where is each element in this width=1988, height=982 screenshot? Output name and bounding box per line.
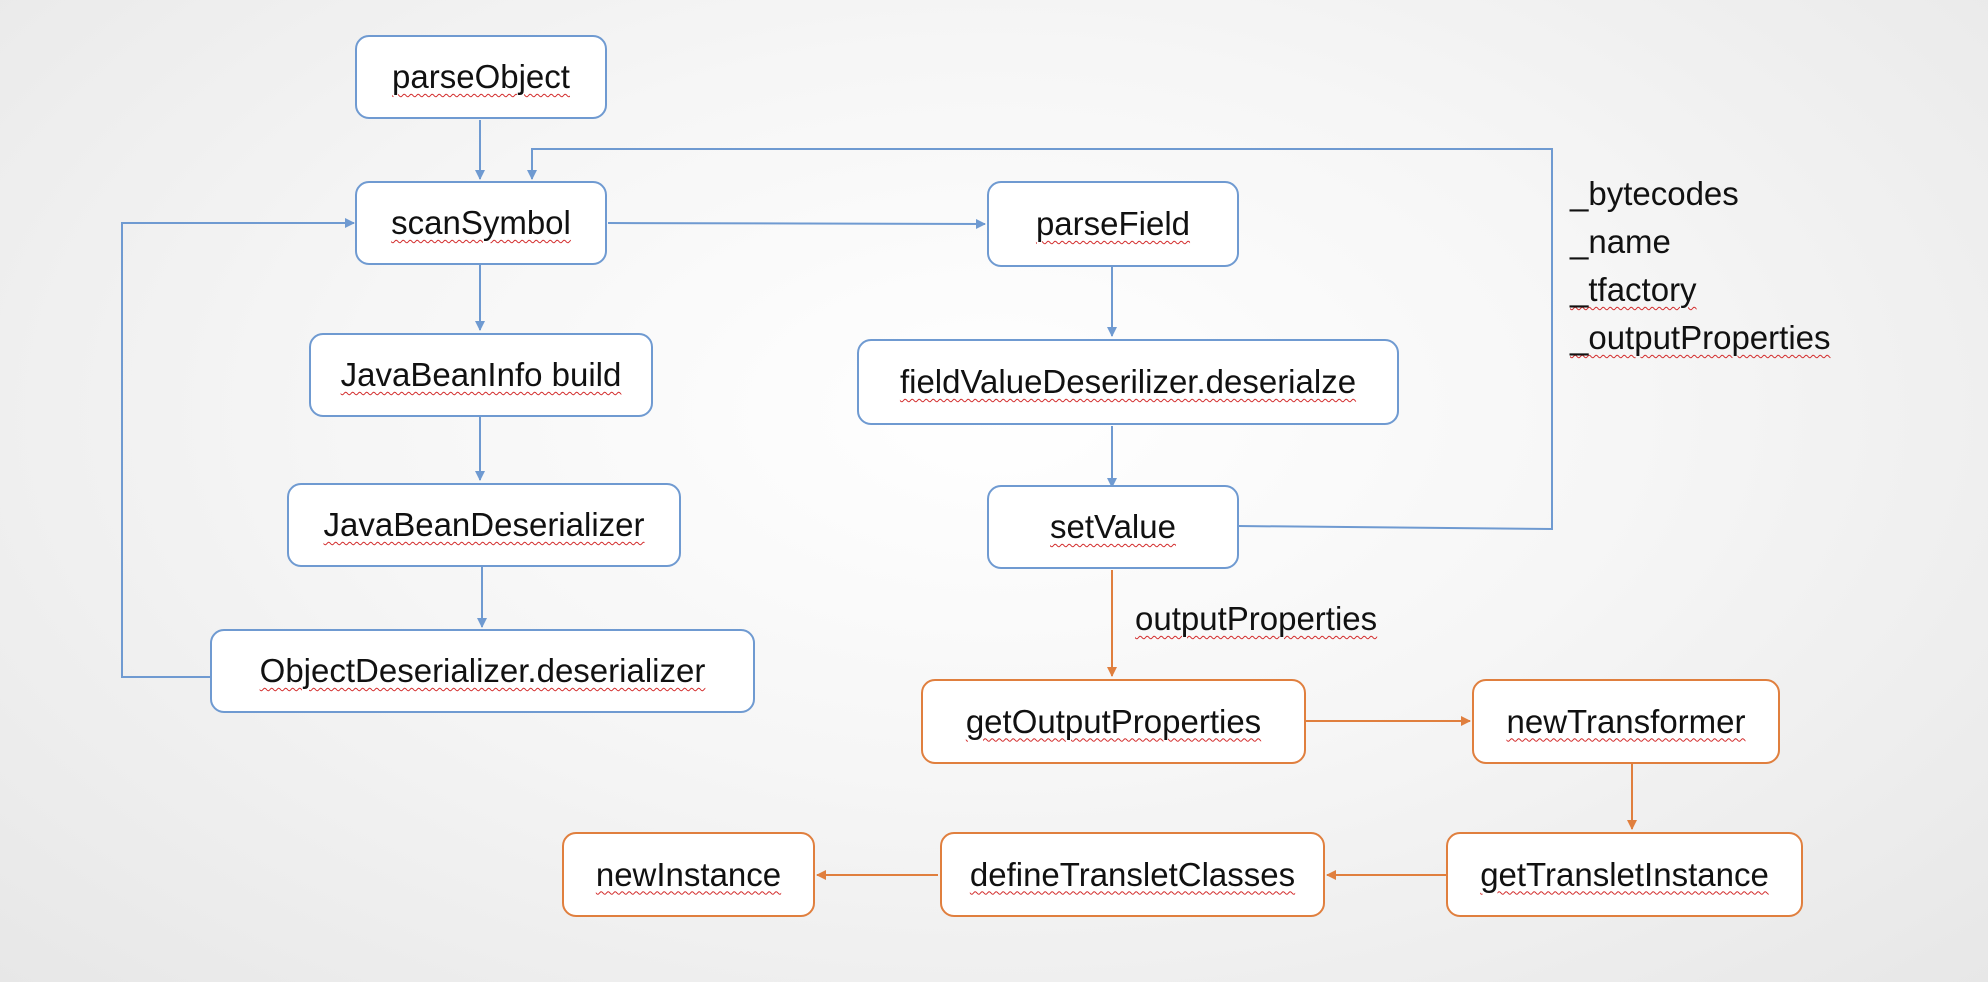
fieldvaluedeserializer-label: fieldValueDeserilizer.deserialze [899, 363, 1357, 400]
field-tfactory: _tfactory [1570, 271, 1697, 308]
newinstance-label: newInstance [595, 855, 782, 893]
objectdeserializer-label: ObjectDeserializer.deserializer [259, 652, 706, 689]
arrow-setvalue-feedback-to-scansymbol [527, 148, 1553, 531]
field-outputproperties: _outputProperties [1570, 319, 1831, 356]
javabeaninfo-build-label: JavaBeanInfo build [340, 356, 622, 393]
newtransformer-label: newTransformer [1506, 702, 1746, 740]
field-item: _tfactory [1570, 266, 1831, 314]
arrow-scansymbol-to-parsefield [607, 218, 986, 229]
parsefield-label: parseField [1035, 205, 1191, 242]
scansymbol-label: scanSymbol [391, 204, 571, 241]
field-item: _outputProperties [1570, 314, 1831, 362]
javabeandeserializer-node: JavaBeanDeserializer [287, 483, 681, 567]
newtransformer-node: newTransformer [1472, 679, 1780, 764]
setvalue-label: setValue [1050, 508, 1176, 545]
field-list: _bytecodes _name _tfactory _outputProper… [1570, 170, 1831, 362]
parseobject-label: parseObject [392, 58, 570, 95]
fieldvaluedeserializer-node: fieldValueDeserilizer.deserialze [857, 339, 1399, 425]
getoutputproperties-node: getOutputProperties [921, 679, 1306, 764]
objectdeserializer-node: ObjectDeserializer.deserializer [210, 629, 755, 713]
parsefield-node: parseField [987, 181, 1239, 267]
scansymbol-node: scanSymbol [355, 181, 607, 265]
gettransletinstance-node: getTransletInstance [1446, 832, 1803, 917]
definetransletclasses-node: defineTransletClasses [940, 832, 1325, 917]
javabeaninfo-build-node: JavaBeanInfo build [309, 333, 653, 417]
parseobject-node: parseObject [355, 35, 607, 119]
setvalue-node: setValue [987, 485, 1239, 569]
gettransletinstance-label: getTransletInstance [1480, 855, 1769, 893]
arrow-objectdeserializer-loop-to-scansymbol [121, 218, 355, 678]
getoutputproperties-label: getOutputProperties [965, 702, 1262, 740]
javabeandeserializer-label: JavaBeanDeserializer [323, 506, 645, 543]
field-bytecodes: _bytecodes [1570, 175, 1739, 212]
field-item: _bytecodes [1570, 170, 1831, 218]
field-item: _name [1570, 218, 1831, 266]
edge-label-outputproperties: outputProperties [1135, 600, 1377, 638]
field-name: _name [1570, 223, 1671, 260]
newinstance-node: newInstance [562, 832, 815, 917]
definetransletclasses-label: defineTransletClasses [969, 855, 1296, 893]
outputproperties-label: outputProperties [1135, 600, 1378, 637]
